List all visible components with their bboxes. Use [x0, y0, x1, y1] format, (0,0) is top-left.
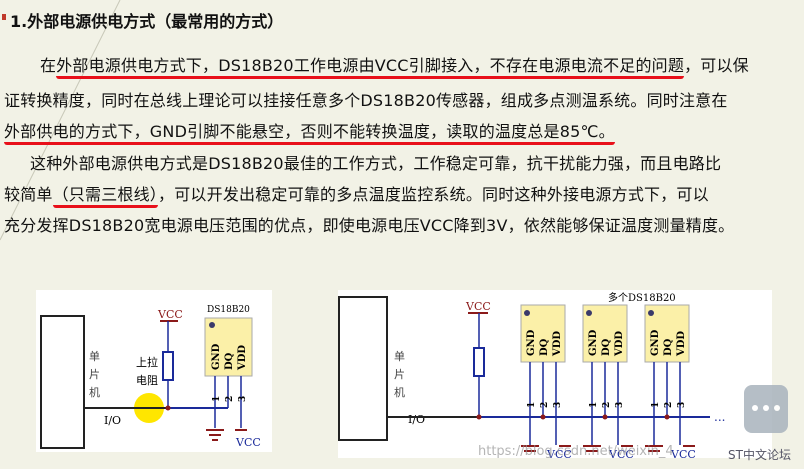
multi-sensor-diagram: 单 片 机 I/O ... VCC 多个DS18B20 GND 1 DQ 2 VDD 3 … [338, 290, 772, 461]
svg-text:GND: GND [211, 343, 222, 370]
svg-text:VDD: VDD [614, 331, 625, 357]
svg-text:3: 3 [553, 402, 563, 408]
paragraph2-line3: 充分发挥DS18B20宽电源电压范围的优点，即使电源电压VCC降到3V，依然能够… [4, 216, 735, 235]
svg-text:电阻: 电阻 [136, 374, 158, 387]
svg-text:片: 片 [394, 368, 405, 381]
paragraph1-line2: 证转换精度，同时在总线上理论可以挂接任意多个DS18B20传感器，组成多点测温系… [4, 91, 728, 110]
svg-text:机: 机 [89, 385, 100, 399]
resistor-label: 上拉 [136, 355, 158, 369]
svg-text:VCC: VCC [608, 448, 634, 458]
ground-symbol [206, 429, 224, 441]
underline-text-2: 外部供电的方式下，GND引脚不能悬空，否则不能转换温度，读取的温度总是85℃。 [4, 122, 615, 145]
title-bullet [2, 14, 6, 20]
ds18b20-chip: GND 1 DQ 2 VDD 3 VCC [582, 304, 634, 461]
mcu-label: 单 [394, 350, 405, 363]
svg-text:1: 1 [527, 402, 537, 408]
svg-text:3: 3 [238, 396, 248, 402]
svg-text:VCC: VCC [546, 448, 572, 458]
svg-text:VDD: VDD [237, 345, 248, 371]
svg-text:1: 1 [212, 396, 222, 402]
vcc-label: VCC [157, 308, 183, 321]
mcu-box [338, 296, 388, 441]
svg-text:GND: GND [650, 329, 661, 356]
pullup-resistor [162, 351, 174, 381]
svg-text:GND: GND [588, 329, 599, 356]
svg-text:3: 3 [615, 402, 625, 408]
svg-text:DQ: DQ [539, 338, 550, 356]
svg-text:VDD: VDD [676, 331, 687, 357]
svg-text:DQ: DQ [224, 352, 235, 370]
chip-label: DS18B20 [207, 305, 250, 315]
io-label: I/O [408, 413, 425, 426]
io-label: I/O [104, 414, 121, 427]
svg-text:2: 2 [602, 402, 612, 408]
svg-text:VDD: VDD [552, 331, 563, 357]
svg-text:2: 2 [225, 396, 235, 402]
vcc-label: VCC [465, 300, 491, 313]
svg-text:3: 3 [677, 402, 687, 408]
svg-text:VCC: VCC [235, 436, 261, 449]
paragraph1-line1: 在外部电源供电方式下，DS18B20工作电源由VCC引脚接入，不存在电源电流不足… [40, 52, 749, 79]
pullup-resistor [473, 347, 485, 377]
underline-text-3: （只需三根线） [52, 185, 159, 208]
section-title: 1.外部电源供电方式（最常用的方式） [10, 12, 284, 31]
svg-text:2: 2 [664, 402, 674, 408]
svg-text:2: 2 [540, 402, 550, 408]
svg-text:DQ: DQ [601, 338, 612, 356]
svg-text:VCC: VCC [670, 448, 696, 458]
watermark-brand: ST中文论坛 [728, 448, 791, 462]
svg-text:DQ: DQ [663, 338, 674, 356]
watermark: https://blog.csdn.net/weixin_4 [478, 444, 674, 459]
mcu-box [40, 315, 85, 449]
single-sensor-diagram: 单 片 机 I/O VCC 上拉 电阻 DS18B20 GND DQ VDD 1… [36, 290, 272, 452]
ds18b20-chip: GND 1 DQ 2 VDD 3 VCC [520, 304, 572, 461]
mcu-label: 单 [89, 350, 100, 363]
svg-text:1: 1 [589, 402, 599, 408]
underline-text-1: 外部电源供电方式下，DS18B20工作电源由VCC引脚接入，不存在电源电流不足的… [56, 56, 685, 79]
multi-chip-label: 多个DS18B20 [608, 291, 676, 304]
paragraph2-line1: 这种外部电源供电方式是DS18B20最佳的工作方式，工作稳定可靠，抗干扰能力强，… [30, 154, 722, 173]
paragraph2-line2: 较简单（只需三根线），可以开发出稳定可靠的多点温度监控系统。同时这种外接电源方式… [4, 181, 709, 208]
svg-text:片: 片 [89, 368, 100, 381]
more-sensors-ellipsis: ... [714, 410, 725, 424]
svg-text:机: 机 [394, 385, 405, 399]
svg-text:1: 1 [651, 402, 661, 408]
paragraph1-line3: 外部供电的方式下，GND引脚不能悬空，否则不能转换温度，读取的温度总是85℃。 [4, 118, 615, 145]
ds18b20-chip: GND 1 DQ 2 VDD 3 VCC [644, 304, 696, 461]
chat-bubble-icon[interactable] [744, 385, 788, 433]
svg-text:GND: GND [526, 329, 537, 356]
